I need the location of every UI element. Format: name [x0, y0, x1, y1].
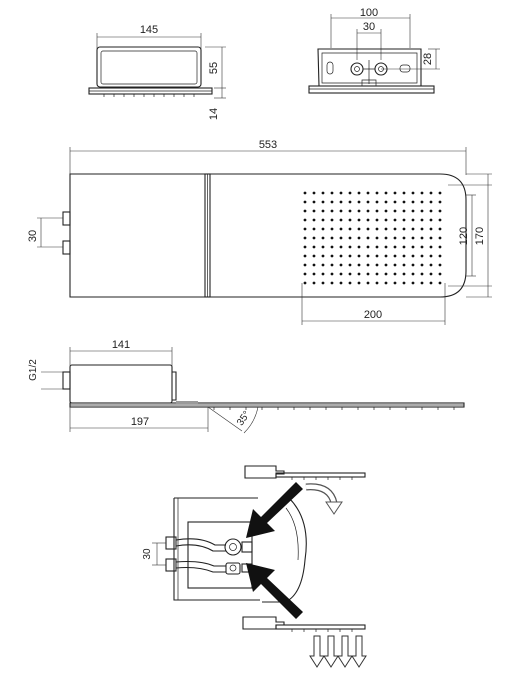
arrow-upper-icon	[246, 482, 303, 538]
top-left-view: 145 55 14	[88, 24, 226, 120]
front-view: 553 30 120 170	[27, 139, 492, 325]
dim-width-145: 145	[140, 24, 158, 36]
dim-offset-28: 28	[422, 53, 434, 65]
dim-depth-14: 14	[208, 108, 220, 120]
dim-box-length-141: 141	[112, 339, 130, 351]
dim-arm-length-197: 197	[131, 416, 149, 428]
dim-spacing-30: 30	[363, 21, 375, 33]
nozzle-grid	[303, 191, 442, 285]
dim-install-spacing-30: 30	[142, 548, 153, 560]
top-right-view: 100 30 28	[308, 7, 440, 94]
dim-length-553: 553	[259, 139, 277, 151]
install-diagram: 30	[142, 465, 367, 668]
dim-height-170: 170	[474, 227, 486, 245]
dim-height-55: 55	[208, 62, 220, 74]
dim-head-width-200: 200	[364, 309, 382, 321]
dim-angle-35: 35°	[235, 409, 253, 428]
water-flow-arrows-icon	[309, 635, 367, 668]
side-view: 141 G1/2 35° 197	[28, 339, 465, 434]
dim-width-100: 100	[360, 7, 378, 19]
dim-head-height-120: 120	[458, 227, 470, 245]
dim-thread-g1-2: G1/2	[28, 359, 39, 381]
arrow-lower-icon	[246, 563, 303, 619]
dim-inlet-spacing-30: 30	[27, 230, 39, 242]
